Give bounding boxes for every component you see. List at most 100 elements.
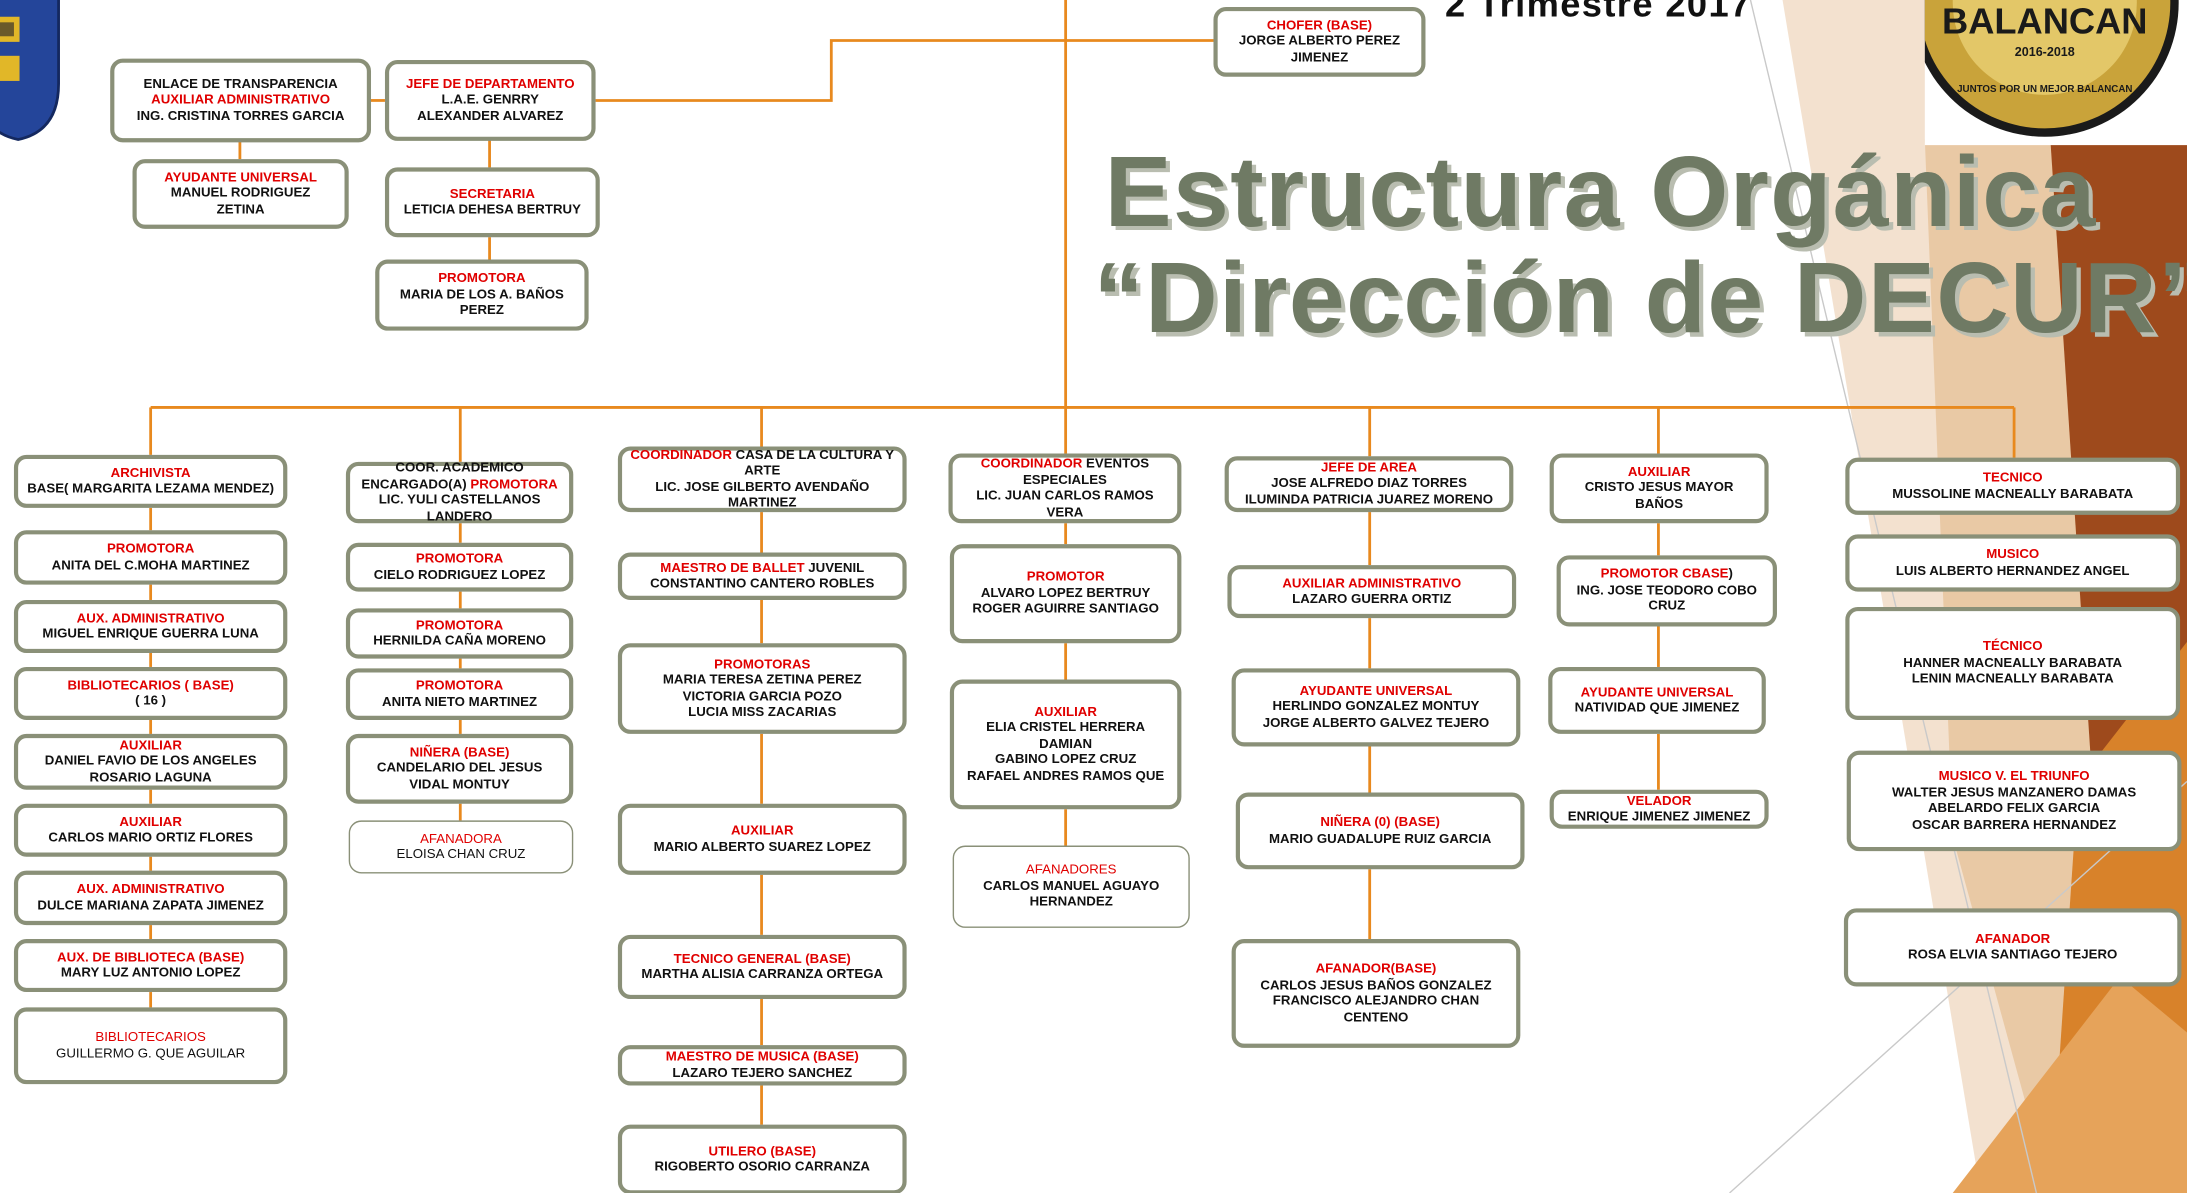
node-jefe-area: JEFE DE AREA JOSE ALFREDO DIAZ TORRES IL… [1224,456,1514,513]
node-title: CASA DE LA CULTURA Y [731,447,895,463]
node-person: CARLOS JESUS BAÑOS GONZALEZ [1260,977,1492,993]
node-person: LETICIA DEHESA BERTRUY [403,202,581,218]
node-utilero: UTILERO (BASE) RIGOBERTO OSORIO CARRANZA [617,1124,907,1193]
node-role: BIBLIOTECARIOS [95,1029,206,1046]
node-ayudante-universal: AYUDANTE UNIVERSAL NATIVIDAD QUE JIMENEZ [1548,666,1766,734]
node-ayudante-universal: AYUDANTE UNIVERSAL HERLINDO GONZALEZ MON… [1231,668,1521,747]
node-promotor: PROMOTOR ALVARO LOPEZ BERTRUY ROGER AGUI… [949,544,1182,644]
node-person: HERNANDEZ [1029,894,1113,911]
node-aux-biblioteca: AUX. DE BIBLIOTECA (BASE) MARY LUZ ANTON… [13,939,288,993]
page-title-line-1: Estructura Orgánica [1104,136,2097,249]
node-person: CRISTO JESUS MAYOR [1584,480,1734,496]
node-person: ING. JOSE TEODORO COBO [1576,582,1757,599]
node-person: LIC. JOSE GILBERTO AVENDAÑO [655,479,870,495]
node-promotora: PROMOTORA CIELO RODRIGUEZ LOPEZ [345,542,574,592]
node-person: ANITA NIETO MARTINEZ [382,694,538,710]
node-person: ENRIQUE JIMENEZ JIMENEZ [1567,809,1751,825]
node-auxiliar: AUXILIAR CRISTO JESUS MAYOR BAÑOS [1549,453,1769,524]
node-maestro-musica: MAESTRO DE MUSICA (BASE) LAZARO TEJERO S… [617,1045,907,1086]
node-afanador-base: AFANADOR(BASE) CARLOS JESUS BAÑOS GONZAL… [1231,939,1521,1048]
node-promotor-base: PROMOTOR CBASE) ING. JOSE TEODORO COBO C… [1556,555,1777,627]
node-role: NIÑERA (BASE) [409,744,510,761]
node-person: ABELARDO FELIX GARCIA [1927,800,2101,817]
node-role: TECNICO [1982,470,2043,486]
node-person: NATIVIDAD QUE JIMENEZ [1574,700,1740,716]
node-role: AUXILIAR [119,737,182,754]
node-person: HERLINDO GONZALEZ MONTUY [1272,699,1480,715]
node-person: ELOISA CHAN CRUZ [396,846,526,863]
node-auxiliar: AUXILIAR DANIEL FAVIO DE LOS ANGELES ROS… [13,733,288,790]
node-role: AFANADORA [420,830,502,847]
node-person: OSCAR BARRERA HERNANDEZ [1912,816,2117,833]
node-role: PROMOTORA [106,541,195,557]
node-promotora: PROMOTORA ANITA DEL C.MOHA MARTINEZ [13,530,288,585]
node-person: CONSTANTINO CANTERO ROBLES [650,576,875,592]
node-afanadora: AFANADORA ELOISA CHAN CRUZ [348,820,574,874]
node-role: PROMOTORA [415,678,504,694]
node-auxiliar: AUXILIAR ELIA CRISTEL HERRERA DAMIAN GAB… [949,679,1182,810]
node-person: CRUZ [1648,598,1686,615]
node-role: AUXILIAR [1627,464,1691,480]
node-musico: MUSICO LUIS ALBERTO HERNANDEZ ANGEL [1845,534,2181,592]
node-promotora: PROMOTORA HERNILDA CAÑA MORENO [345,608,574,659]
node-person: MARIO GUADALUPE RUIZ GARCIA [1268,830,1492,847]
node-person: GABINO LOPEZ CRUZ [994,752,1137,768]
node-role: MAESTRO DE MUSICA (BASE) [665,1049,859,1065]
node-person: MARTHA ALISIA CARRANZA ORTEGA [641,966,884,983]
node-person: CARLOS MARIO ORTIZ FLORES [48,830,253,846]
node-role: PROMOTORA [470,476,558,492]
node-title: ENLACE DE TRANSPARENCIA [143,76,338,92]
seal-motto: JUNTOS POR UN MEJOR BALANCAN [1957,84,2132,95]
node-person: JOSE ALFREDO DIAZ TORRES [1271,476,1467,492]
node-role: COORDINADOR [980,456,1083,472]
connector-jefe [595,39,1066,102]
node-person: VERA [1046,504,1084,520]
node-title: ) [1728,566,1733,583]
node-person: PEREZ [459,303,505,319]
node-role: CHOFER (BASE) [1266,17,1373,34]
node-title: ENCARGADO(A) [361,476,471,492]
node-role: AYUDANTE UNIVERSAL [164,169,317,186]
node-person: DAMIAN [1039,736,1093,752]
node-person: FRANCISCO ALEJANDRO CHAN [1272,993,1480,1009]
node-person: ING. CRISTINA TORRES GARCIA [136,108,345,124]
node-person: LAZARO GUERRA ORTIZ [1292,591,1452,607]
node-aux-administrativo: AUX. ADMINISTRATIVO MIGUEL ENRIQUE GUERR… [13,599,288,654]
node-person: CANDELARIO DEL JESUS [376,760,543,777]
node-role: AFANADOR [1975,931,2051,947]
node-person: ZETINA [216,201,265,218]
node-person: HANNER MACNEALLY BARABATA [1903,655,2123,671]
period-label: 2 Trimestre 2017 [1445,0,1752,26]
seal-name: BALANCAN [1942,0,2147,41]
node-person: CIELO RODRIGUEZ LOPEZ [373,567,546,583]
node-person: LIC. YULI CASTELLANOS [378,492,541,508]
node-coordinador-casa-cultura: COORDINADOR CASA DE LA CULTURA Y ARTE LI… [617,446,907,513]
municipal-shield-icon [0,0,60,141]
node-promotora: PROMOTORA MARIA DE LOS A. BAÑOS PEREZ [375,259,589,331]
node-role: AYUDANTE UNIVERSAL [1580,684,1734,700]
node-role: COORDINADOR [630,447,732,463]
node-person: CENTENO [1343,1009,1409,1025]
node-aux-administrativo: AUX. ADMINISTRATIVO DULCE MARIANA ZAPATA… [13,870,288,926]
node-person: JORGE ALBERTO PEREZ JIMENEZ [1238,33,1401,66]
node-title-role: PROMOTOR CBASE) [1601,567,1733,583]
node-role: TÉCNICO [1982,639,2043,655]
node-role: MUSICO [1986,546,2040,563]
node-role: PROMOTORA [415,551,504,567]
node-person: WALTER JESUS MANZANERO DAMAS [1892,784,2137,801]
node-person: ILUMINDA PATRICIA JUAREZ MORENO [1244,492,1494,508]
node-title: ARTE [744,463,781,479]
node-person: MARTINEZ [728,495,797,511]
node-role: TECNICO GENERAL (BASE) [673,950,851,967]
page-title-line-2: “Dirección de DECUR” [1093,242,2187,355]
node-person: DANIEL FAVIO DE LOS ANGELES [44,753,257,770]
node-person: LUIS ALBERTO HERNANDEZ ANGEL [1895,563,2130,579]
node-role: BIBLIOTECARIOS ( BASE) [67,677,234,693]
node-title: COOR. ACADEMICO [395,460,524,476]
node-person: ROSA ELVIA SANTIAGO TEJERO [1908,947,2118,963]
node-person: ELIA CRISTEL HERRERA [986,720,1146,736]
node-role: JEFE DE DEPARTAMENTO [405,76,575,92]
node-bibliotecarios: BIBLIOTECARIOS GUILLERMO G. QUE AGUILAR [13,1007,288,1085]
node-role: PROMOTOR CBASE [1600,566,1729,583]
